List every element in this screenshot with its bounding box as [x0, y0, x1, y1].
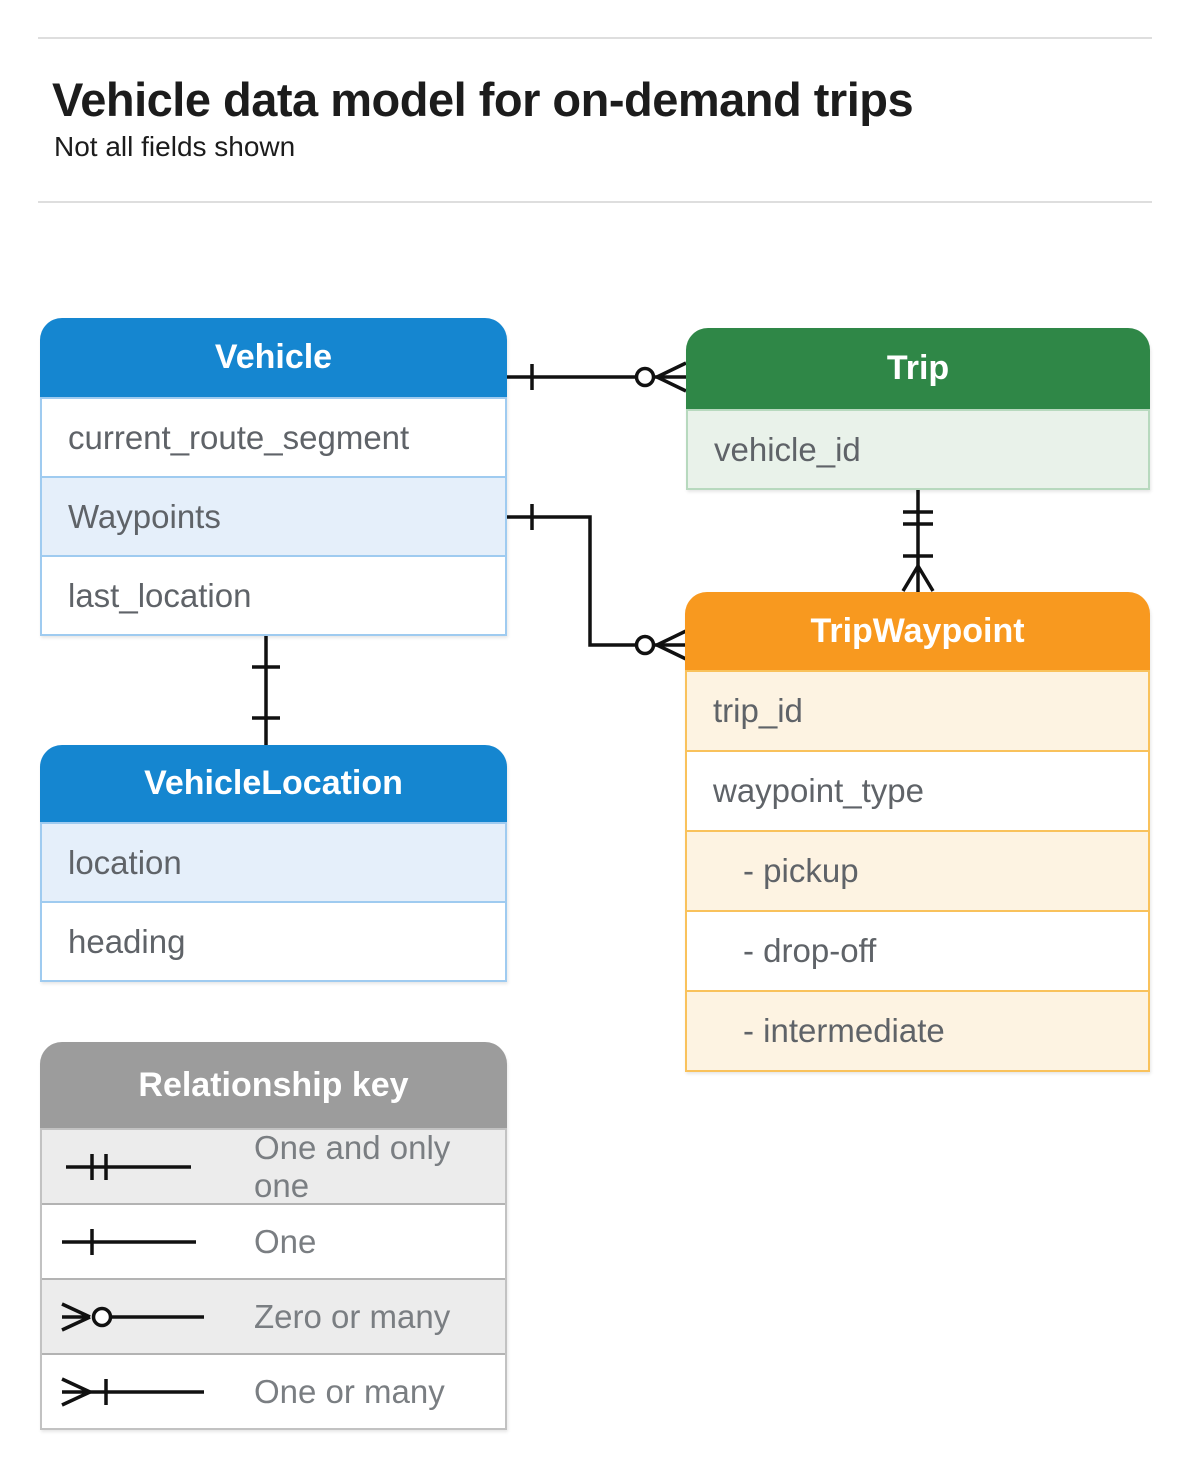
one-and-only-one-icon — [66, 1153, 191, 1180]
key-label: One and only one — [254, 1128, 451, 1204]
key-label: One — [254, 1222, 317, 1260]
relationship-key-header: Relationship key — [40, 1042, 507, 1128]
entity-vehiclelocation: VehicleLocation location heading — [40, 745, 507, 982]
crow-foot — [656, 629, 687, 661]
field-location: location — [42, 824, 505, 901]
field-waypoints: Waypoints — [42, 476, 505, 555]
relationship-waypoints-tripwaypoint — [507, 504, 687, 661]
relationship-trip-tripwaypoint — [901, 489, 935, 592]
one-or-many-icon — [61, 1376, 204, 1407]
entity-tripwaypoint: TripWaypoint trip_id waypoint_type - pic… — [685, 592, 1150, 1072]
key-row-one-or-many: One or many — [42, 1353, 505, 1428]
field-heading: heading — [42, 901, 505, 980]
zero-circle — [634, 634, 656, 656]
key-row-zero-or-many: Zero or many — [42, 1278, 505, 1353]
field-waypoint-type: waypoint_type — [687, 750, 1148, 830]
key-label: One or many — [254, 1372, 445, 1410]
field-vehicle-id: vehicle_id — [688, 411, 1148, 488]
relationship-vehicle-vehiclelocation — [252, 636, 280, 745]
one-icon — [62, 1228, 196, 1255]
key-row-one: One — [42, 1203, 505, 1278]
entity-vehicle-header: Vehicle — [40, 318, 507, 397]
crow-foot — [901, 565, 935, 592]
field-last-location: last_location — [42, 555, 505, 634]
header-divider — [38, 201, 1152, 203]
zero-circle — [634, 366, 656, 388]
field-current-route-segment: current_route_segment — [42, 399, 505, 476]
one-and-only-one-ticks — [903, 510, 933, 526]
field-waypoint-type-pickup: - pickup — [687, 830, 1148, 910]
page-title: Vehicle data model for on-demand trips — [52, 73, 914, 126]
zero-or-many-icon — [61, 1301, 204, 1332]
key-row-one-and-only-one: One and only one — [42, 1128, 505, 1204]
top-divider — [38, 37, 1152, 39]
key-label: Zero or many — [254, 1297, 451, 1335]
field-trip-id: trip_id — [687, 672, 1148, 750]
entity-tripwaypoint-header: TripWaypoint — [685, 592, 1150, 670]
entity-trip: Trip vehicle_id — [686, 328, 1150, 490]
crow-foot — [656, 361, 687, 393]
relationship-vehicle-trip — [507, 361, 687, 393]
entity-trip-header: Trip — [686, 328, 1150, 409]
field-waypoint-type-dropoff: - drop-off — [687, 910, 1148, 990]
relationship-key: Relationship key One and only one One — [40, 1042, 507, 1430]
entity-vehicle: Vehicle current_route_segment Waypoints … — [40, 318, 507, 636]
page-subtitle: Not all fields shown — [54, 131, 296, 162]
field-waypoint-type-intermediate: - intermediate — [687, 990, 1148, 1070]
entity-vehiclelocation-header: VehicleLocation — [40, 745, 507, 822]
